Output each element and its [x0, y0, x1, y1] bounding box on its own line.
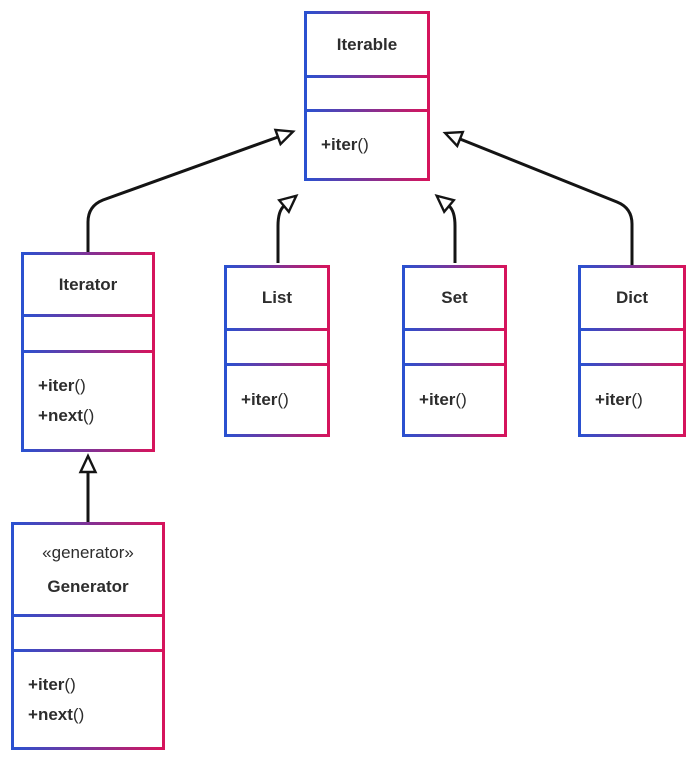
attributes-compartment-empty [227, 331, 327, 363]
method-visibility: + [241, 390, 251, 409]
attributes-compartment-empty [581, 331, 683, 363]
methods-compartment: +iter() +next() [24, 353, 152, 449]
method-parens: () [455, 390, 467, 409]
method-iter: +iter() [241, 385, 327, 415]
class-box-generator: «generator» Generator +iter() +next() [11, 522, 165, 750]
class-name: Iterator [58, 274, 118, 294]
inheritance-arrow-set-to-iterable [434, 193, 457, 263]
method-parens: () [64, 674, 76, 694]
method-visibility: + [28, 704, 38, 724]
inheritance-arrow-iterator-to-iterable [86, 128, 296, 252]
compartment-divider [581, 328, 683, 331]
methods-compartment: +iter() [227, 366, 327, 434]
method-parens: () [277, 390, 289, 409]
inheritance-arrow-list-to-iterable [276, 193, 299, 263]
attributes-compartment-empty [24, 317, 152, 350]
compartment-divider [307, 75, 427, 78]
method-name: next [37, 704, 73, 724]
class-title-compartment: Set [405, 268, 504, 328]
compartment-divider [405, 328, 504, 331]
method-next: +next() [38, 401, 152, 431]
class-title-compartment: List [227, 268, 327, 328]
methods-compartment: +iter() [581, 366, 683, 434]
compartment-divider [24, 350, 152, 353]
method-name: iter [37, 674, 65, 694]
stereotype-label: «generator» [42, 542, 134, 562]
class-box-dict: Dict +iter() [578, 265, 686, 437]
method-visibility: + [28, 674, 38, 694]
attributes-compartment-empty [405, 331, 504, 363]
method-parens: () [82, 406, 95, 425]
method-iter: +iter() [419, 385, 504, 415]
method-visibility: + [38, 406, 48, 425]
compartment-divider [227, 328, 327, 331]
method-parens: () [631, 390, 643, 409]
inheritance-arrow-dict-to-iterable [442, 130, 634, 265]
class-name: Dict [615, 288, 649, 307]
class-title-compartment: Dict [581, 268, 683, 328]
method-iter: +iter() [38, 371, 152, 401]
method-name: iter [47, 376, 75, 395]
class-box-iterator: Iterator +iter() +next() [21, 252, 155, 452]
method-name: iter [330, 135, 358, 154]
compartment-divider [581, 363, 683, 366]
class-title-compartment: «generator» Generator [14, 525, 162, 614]
attributes-compartment-empty [307, 78, 427, 109]
compartment-divider [14, 614, 162, 617]
class-title-compartment: Iterator [24, 255, 152, 314]
method-name: iter [250, 390, 278, 409]
class-box-iterable: Iterable +iter() [304, 11, 430, 181]
compartment-divider [227, 363, 327, 366]
class-name: Generator [47, 576, 129, 596]
method-name: iter [604, 390, 632, 409]
class-name: Set [441, 288, 468, 307]
method-visibility: + [321, 135, 331, 154]
compartment-divider [14, 649, 162, 652]
compartment-divider [405, 363, 504, 366]
attributes-compartment-empty [14, 617, 162, 649]
method-iter: +iter() [28, 670, 162, 700]
class-box-set: Set +iter() [402, 265, 507, 437]
method-parens: () [357, 135, 369, 154]
method-name: iter [428, 390, 456, 409]
class-name: Iterable [336, 34, 398, 54]
method-parens: () [74, 376, 86, 395]
method-visibility: + [38, 376, 48, 395]
class-box-list: List +iter() [224, 265, 330, 437]
method-iter: +iter() [595, 385, 683, 415]
methods-compartment: +iter() [405, 366, 504, 434]
method-parens: () [72, 704, 85, 724]
method-next: +next() [28, 700, 162, 730]
methods-compartment: +iter() +next() [14, 652, 162, 747]
method-iter: +iter() [321, 130, 427, 160]
compartment-divider [307, 109, 427, 112]
methods-compartment: +iter() [307, 112, 427, 178]
class-title-compartment: Iterable [307, 14, 427, 75]
method-visibility: + [419, 390, 429, 409]
method-visibility: + [595, 390, 605, 409]
compartment-divider [24, 314, 152, 317]
method-name: next [47, 406, 83, 425]
class-name: List [261, 288, 293, 307]
